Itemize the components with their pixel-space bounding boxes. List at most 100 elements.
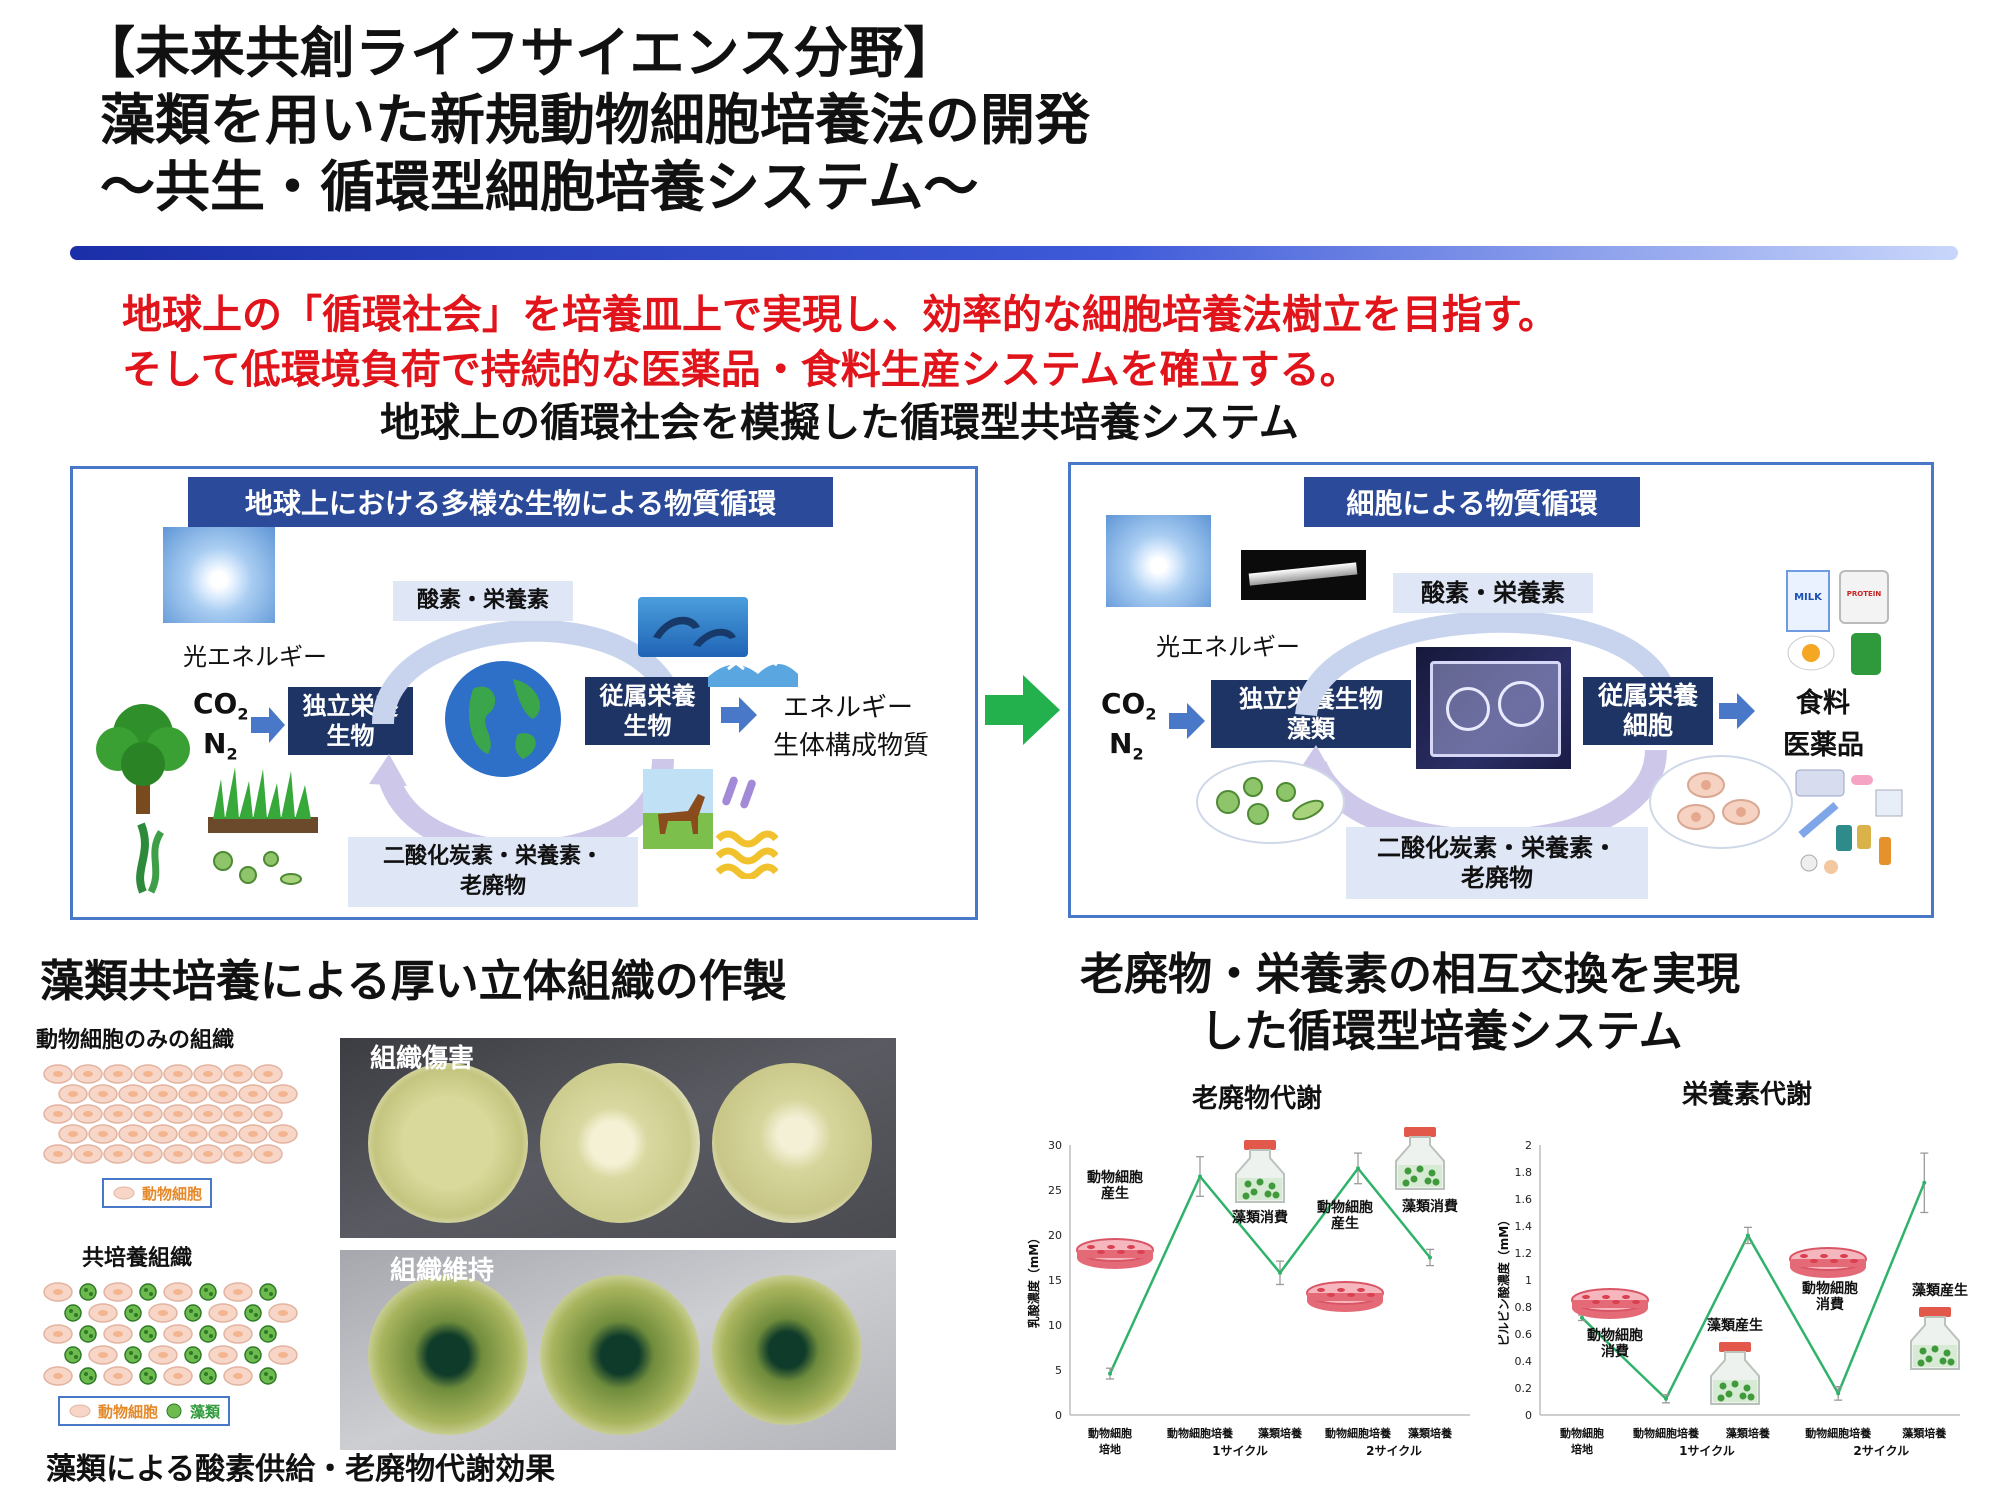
sun-image	[1106, 515, 1211, 607]
birds-sky-icon	[708, 658, 798, 687]
heterotroph-box: 従属栄養生物	[585, 677, 710, 745]
annotation-label: 藻類消費	[1402, 1198, 1458, 1215]
y-tick-label: 30	[1048, 1139, 1062, 1152]
y-axis-label: 乳酸濃度（mM）	[1026, 1232, 1041, 1328]
y-tick-label: 1	[1525, 1274, 1532, 1287]
legend-animal-only: 動物細胞	[102, 1178, 213, 1208]
x-category-label: 藻類培養	[1726, 1426, 1770, 1440]
x-category-label: 動物細胞培養	[1805, 1426, 1871, 1440]
title-line-2: 藻類を用いた新規動物細胞培養法の開発	[100, 88, 1091, 152]
y-tick-label: 0	[1055, 1409, 1062, 1422]
x-category-label: 藻類培養	[1408, 1426, 1452, 1440]
light-energy-label: 光エネルギー	[183, 643, 327, 671]
coculture-tissue-grid	[43, 1282, 298, 1386]
lead-line-1: 地球上の「循環社会」を培養皿上で実現し、効率的な細胞培養法樹立を目指す。	[122, 292, 1558, 338]
x-category-label: 藻類培養	[1258, 1426, 1302, 1440]
y-tick-label: 1.8	[1515, 1166, 1533, 1179]
algae-flask-icon	[1910, 1307, 1960, 1370]
animal-cell-icon	[69, 1404, 91, 1418]
y-tick-label: 1.2	[1515, 1247, 1533, 1260]
data-point	[1108, 1371, 1112, 1376]
y-tick-label: 25	[1048, 1184, 1062, 1197]
x-group-label: 2サイクル	[1853, 1444, 1909, 1458]
arrow-right-icon	[251, 707, 285, 743]
oxygen-nutrient-label: 酸素・栄養素	[393, 581, 573, 621]
algae-cells-image	[1196, 760, 1345, 844]
x-group-label: 1サイクル	[1679, 1444, 1735, 1458]
annotation-label: 藻類産生	[1912, 1282, 1968, 1299]
x-category-label: 動物細胞培地	[1088, 1426, 1132, 1456]
animal-cell-icon	[113, 1186, 135, 1200]
arrow-right-icon	[721, 697, 757, 733]
legend-coculture: 動物細胞 藻類	[58, 1396, 231, 1426]
nutrient-chart-title: 栄養素代謝	[1682, 1080, 1813, 1110]
petri-dish-icon	[1306, 1281, 1384, 1312]
annotation-label: 動物細胞消費	[1802, 1280, 1858, 1313]
y-tick-label: 5	[1055, 1364, 1062, 1377]
data-point	[1428, 1255, 1432, 1260]
co2-waste-label: 二酸化炭素・栄養素・老廃物	[1346, 827, 1648, 899]
animal-tissue-grid	[43, 1064, 298, 1164]
sun-image	[163, 527, 275, 623]
x-group-label: 1サイクル	[1212, 1444, 1268, 1458]
data-point	[1664, 1396, 1668, 1401]
annotation-label: 藻類産生	[1707, 1317, 1763, 1334]
dolphin-image	[638, 597, 748, 657]
annotation-label: 動物細胞消費	[1587, 1327, 1643, 1360]
x-category-label: 動物細胞培養	[1325, 1426, 1391, 1440]
animal-cells-image	[1649, 755, 1793, 849]
data-point	[1278, 1270, 1282, 1275]
tissue-maintain-label: 組織維持	[390, 1256, 495, 1286]
earth-cycle-panel: 地球上における多様な生物による物質循環 光エネルギー CO2 N2 独立栄養生物	[70, 466, 978, 920]
data-point	[1745, 1233, 1750, 1238]
algae-flask-icon	[1395, 1127, 1445, 1190]
earth-globe-icon	[445, 661, 561, 777]
waste-chart-title: 老廃物代謝	[1192, 1084, 1323, 1114]
y-axis-label: ピルビン酸濃度（mM）	[1496, 1214, 1511, 1346]
cell-cycle-panel: 細胞による物質循環 光エネルギー CO2 N2 独立栄養生物藻類 酸素・栄養素 …	[1068, 462, 1934, 918]
led-lamp-image	[1241, 550, 1366, 600]
oxygen-nutrient-label: 酸素・栄養素	[1393, 573, 1593, 613]
data-point	[1198, 1174, 1202, 1179]
annotation-label: 動物細胞産生	[1317, 1199, 1373, 1232]
y-tick-label: 0	[1525, 1409, 1532, 1422]
arrow-right-icon	[1169, 703, 1205, 739]
algae-flask-icon	[1235, 1140, 1285, 1203]
header-rule	[70, 246, 1958, 260]
microalgae-icon	[213, 851, 302, 885]
co2-label: CO2	[193, 687, 249, 724]
y-tick-label: 0.6	[1515, 1328, 1533, 1341]
lead-line-2: そして低環境負荷で持続的な医薬品・食料生産システムを確立する。	[122, 347, 1360, 393]
x-category-label: 動物細胞培地	[1560, 1426, 1604, 1456]
tissue-heading: 藻類共培養による厚い立体組織の作製	[40, 956, 787, 1007]
horse-image	[643, 769, 713, 849]
petri-dish-icon	[1076, 1238, 1154, 1269]
y-tick-label: 10	[1048, 1319, 1062, 1332]
grass-icon	[208, 767, 318, 833]
protein-jar-icon: PROTEIN	[1839, 570, 1889, 624]
co2-waste-label: 二酸化炭素・栄養素・老廃物	[348, 837, 638, 907]
system-heading-line-2: した循環型培養システム	[1200, 1006, 1683, 1057]
tree-icon	[96, 704, 190, 814]
y-tick-label: 0.2	[1515, 1382, 1533, 1395]
n2-label: N2	[203, 727, 238, 764]
algae-flask-icon	[1710, 1342, 1760, 1405]
animal-only-label: 動物細胞のみの組織	[36, 1028, 235, 1053]
y-tick-label: 0.4	[1515, 1355, 1533, 1368]
tissue-footer: 藻類による酸素供給・老廃物代謝効果	[46, 1452, 556, 1487]
algae-cell-icon	[166, 1403, 182, 1419]
fried-egg-icon	[1787, 635, 1835, 671]
light-energy-label: 光エネルギー	[1156, 633, 1300, 661]
annotation-label: 動物細胞産生	[1087, 1169, 1143, 1202]
x-group-label: 2サイクル	[1366, 1444, 1422, 1458]
petri-dish-icon	[1789, 1247, 1867, 1278]
transition-arrow-icon	[985, 675, 1060, 745]
tissue-damage-photo: 組織傷害	[340, 1038, 896, 1238]
y-tick-label: 1.6	[1515, 1193, 1533, 1206]
x-category-label: 藻類培養	[1902, 1426, 1946, 1440]
annotation-label: 藻類消費	[1232, 1209, 1288, 1226]
y-tick-label: 20	[1048, 1229, 1062, 1242]
data-point	[1836, 1391, 1841, 1396]
y-tick-label: 2	[1525, 1139, 1532, 1152]
co2-label: CO2	[1101, 687, 1157, 724]
